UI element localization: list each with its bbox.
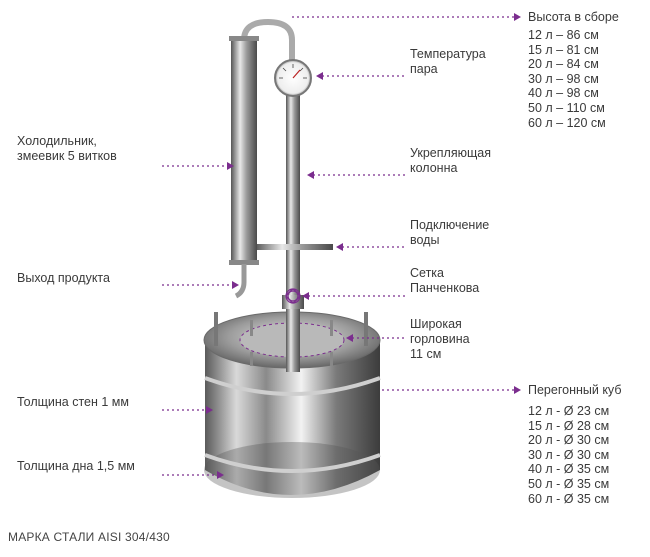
wall-thickness-label: Толщина стен 1 мм — [17, 395, 129, 409]
height-title: Высота в сборе — [528, 10, 619, 24]
cube-title: Перегонный куб — [528, 383, 622, 397]
height-item: 12 л – 86 см — [528, 28, 599, 42]
column-label: Укрепляющая колонна — [410, 146, 491, 175]
bottom-thickness-label: Толщина дна 1,5 мм — [17, 459, 135, 473]
neck-label: Широкая горловина 11 см — [410, 317, 470, 361]
height-item: 30 л – 98 см — [528, 71, 599, 86]
height-item: 60 л – 120 см — [528, 115, 606, 130]
mesh-icon — [285, 288, 301, 304]
cooler-label: Холодильник, змеевик 5 витков — [17, 134, 117, 163]
cube-item: 40 л - Ø 35 см — [528, 462, 610, 477]
height-item: 40 л – 98 см — [528, 86, 599, 101]
cooler-tube — [229, 36, 259, 299]
pointer-lines — [162, 16, 515, 476]
cube-item: 30 л - Ø 30 см — [528, 447, 610, 462]
water-label: Подключение воды — [410, 218, 490, 247]
reinforcing-column — [255, 72, 333, 372]
vapor-tube — [241, 18, 295, 72]
thermometer-label: Температура пара — [410, 47, 486, 76]
mesh-label: Сетка Панченкова — [410, 266, 480, 295]
thermometer-icon — [274, 59, 312, 97]
cube-item: 50 л - Ø 35 см — [528, 476, 610, 491]
pointer-arrowheads — [206, 13, 521, 479]
height-item: 20 л – 84 см — [528, 57, 599, 72]
cube-item: 15 л - Ø 28 см — [528, 418, 610, 433]
cube-list: 12 л - Ø 23 см 15 л - Ø 28 см 20 л - Ø 3… — [528, 404, 609, 506]
cube-item: 12 л - Ø 23 см — [528, 404, 610, 418]
steel-grade-footer: МАРКА СТАЛИ AISI 304/430 — [8, 530, 170, 544]
height-item: 50 л – 110 см — [528, 100, 605, 115]
output-label: Выход продукта — [17, 271, 110, 285]
cube-item: 20 л - Ø 30 см — [528, 433, 610, 448]
height-list: 12 л – 86 см 15 л – 81 см 20 л – 84 см 3… — [528, 28, 606, 130]
height-item: 15 л – 81 см — [528, 42, 599, 57]
cube-item: 60 л - Ø 35 см — [528, 491, 610, 506]
